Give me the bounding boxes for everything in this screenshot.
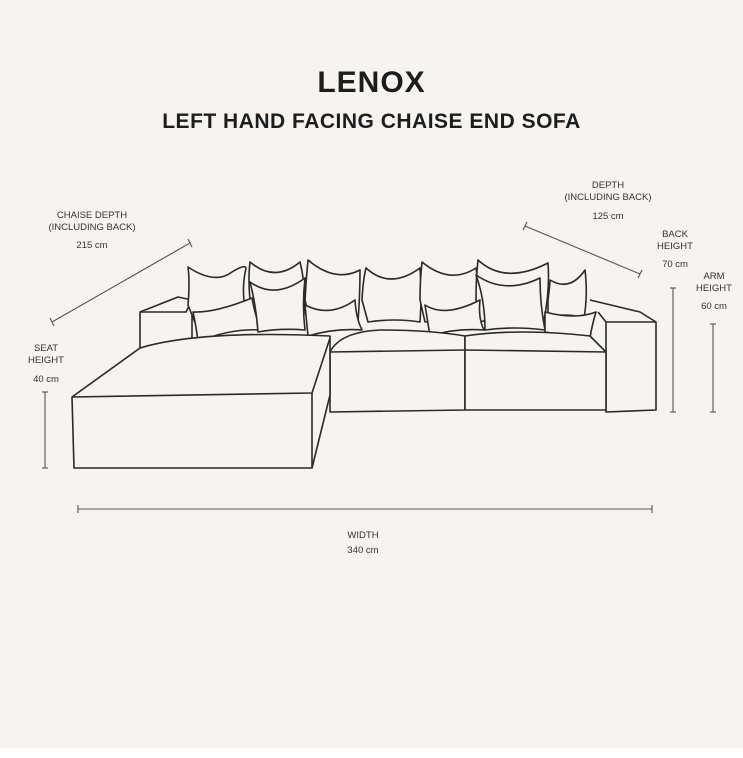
seat-height-label-line2: HEIGHT: [28, 355, 64, 366]
seat-height-label: SEAT HEIGHT: [16, 343, 76, 367]
arm-height-label-line2: HEIGHT: [696, 283, 732, 294]
arm-height-label: ARM HEIGHT: [685, 271, 743, 295]
product-title: LENOX: [317, 66, 426, 99]
arm-height-value: 60 cm: [701, 301, 727, 312]
chaise-depth-label: CHAISE DEPTH (INCLUDING BACK): [22, 210, 162, 234]
seat-height-label-line1: SEAT: [33, 343, 59, 354]
depth-label-line1: DEPTH: [591, 180, 625, 191]
back-height-value: 70 cm: [662, 259, 688, 270]
middle-seat: [329, 329, 466, 413]
back-height-label-line1: BACK: [662, 229, 688, 240]
depth-label: DEPTH (INCLUDING BACK): [538, 180, 678, 204]
dimension-lines: [42, 221, 716, 513]
depth-value: 125 cm: [592, 211, 624, 222]
back-height-label-line2: HEIGHT: [657, 241, 693, 252]
chaise-depth-label-line2: (INCLUDING BACK): [48, 222, 136, 233]
width-value: 340 cm: [347, 545, 379, 556]
sofa-outline: [71, 259, 657, 469]
back-height-label: BACK HEIGHT: [645, 229, 705, 253]
chaise-depth-label-line1: CHAISE DEPTH: [56, 210, 128, 221]
pillows: [187, 259, 597, 343]
product-subtitle: LEFT HAND FACING CHAISE END SOFA: [162, 110, 581, 133]
width-label: WIDTH: [347, 530, 379, 541]
depth-label-line2: (INCLUDING BACK): [564, 192, 652, 203]
arm-height-label-line1: ARM: [703, 271, 725, 282]
seat-height-value: 40 cm: [33, 374, 59, 385]
depth-line: [524, 225, 641, 275]
chaise-depth-line: [51, 242, 191, 323]
right-seat: [464, 331, 607, 411]
chaise-depth-value: 215 cm: [76, 240, 108, 251]
